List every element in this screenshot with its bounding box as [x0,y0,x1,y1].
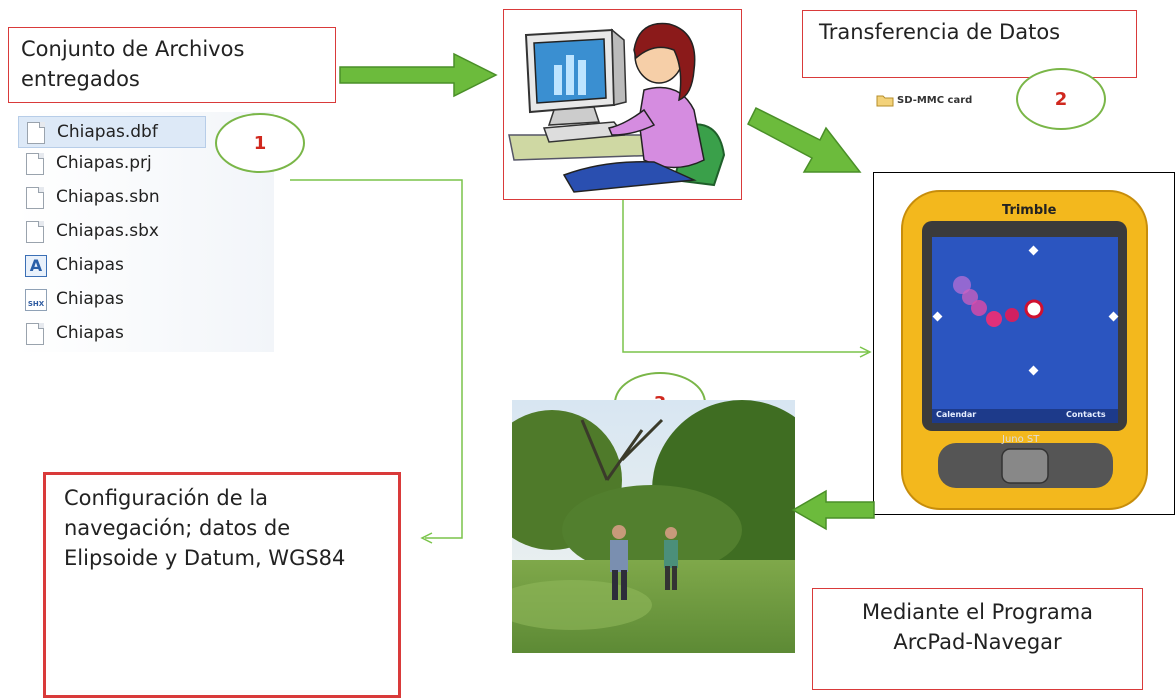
folder-icon [876,95,894,107]
document-icon [24,152,44,175]
arrow-files-to-computer [339,52,498,98]
file-row[interactable]: Chiapas [24,318,124,348]
trimble-gps-device [901,190,1148,510]
sd-card: SD-MMC card [876,94,972,107]
document-icon [24,186,44,209]
file-name: Chiapas.sbx [56,221,159,241]
device-model: Juno ST [1002,434,1040,445]
document-icon [24,322,44,345]
step-circle-2: 2 [1016,68,1106,130]
step-number: 2 [1054,88,1068,110]
sd-card-label: SD-MMC card [897,95,973,106]
gps-device-frame: Trimble Calendar Contacts Juno ST [873,172,1175,515]
box-programa-text: Mediante el Programa ArcPad-Navegar [861,600,1094,654]
file-name: Chiapas.prj [56,153,152,173]
file-row[interactable]: Chiapas.sbn [24,182,160,212]
file-row[interactable]: Chiapas.sbx [24,216,159,246]
arcgis-layer-icon: A [24,254,47,277]
file-row[interactable]: Chiapas.dbf [18,116,206,148]
softkey-left: Calendar [936,410,977,419]
file-name: Chiapas.dbf [57,122,158,142]
document-icon [25,121,45,144]
box-configuracion-text: Configuración de la navegación; datos de… [64,486,346,570]
document-icon [24,220,44,243]
file-row[interactable]: A Chiapas [24,250,124,280]
field-survey-photo [512,400,795,653]
box-transferencia-text: Transferencia de Datos [819,20,1061,44]
step-circle-1: 1 [215,113,305,173]
file-row[interactable]: Chiapas.prj [24,148,152,178]
computer-user-icon [508,22,726,193]
file-name: Chiapas [56,323,124,343]
device-brand: Trimble [1002,203,1057,218]
arrow-device-to-photo [791,489,875,531]
file-name: Chiapas [56,255,124,275]
computer-user-illustration [503,9,742,200]
file-name: Chiapas [56,289,124,309]
box-archivos-text: Conjunto de Archivos entregados [21,37,245,91]
file-row[interactable]: SHX Chiapas [24,284,124,314]
box-transferencia-datos: Transferencia de Datos [802,10,1137,78]
box-programa-arcpad: Mediante el Programa ArcPad-Navegar [812,588,1143,690]
box-configuracion: Configuración de la navegación; datos de… [43,472,401,698]
shx-file-icon: SHX [24,288,47,311]
file-name: Chiapas.sbn [56,187,160,207]
arrow-computer-to-device [747,106,862,173]
field-photo [512,400,795,653]
box-archivos-entregados: Conjunto de Archivos entregados [8,27,336,103]
softkey-right: Contacts [1066,410,1106,419]
step-number: 1 [253,132,267,154]
